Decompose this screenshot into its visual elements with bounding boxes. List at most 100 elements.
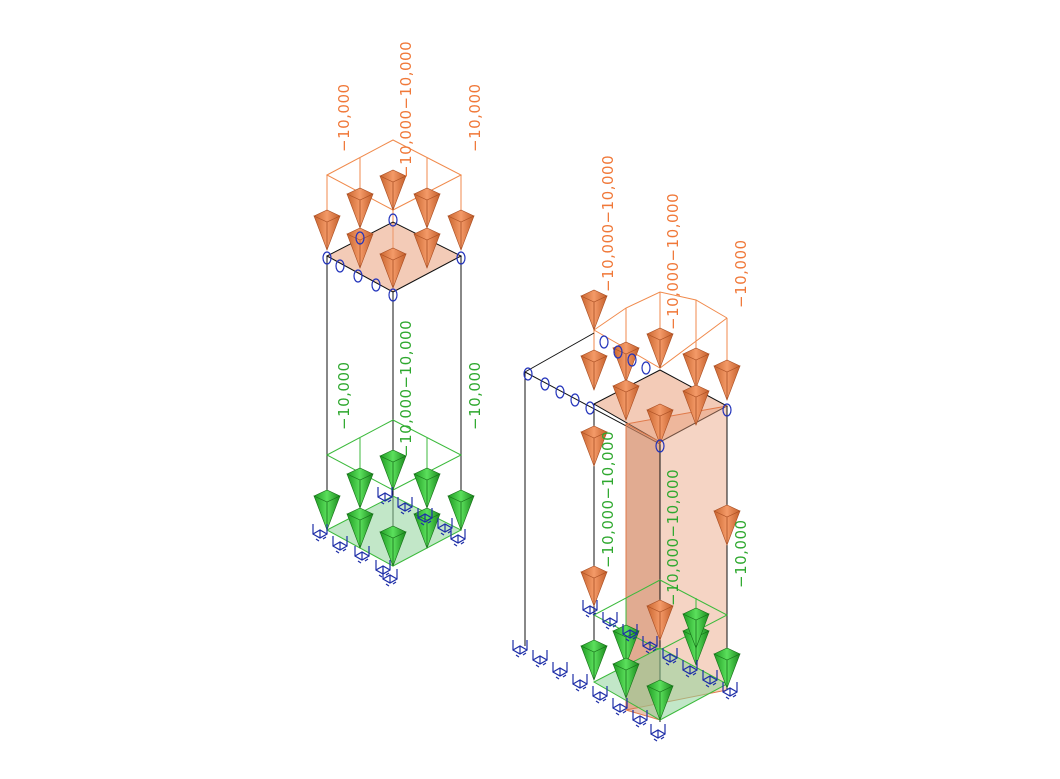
right-top-label-1: −10,000−10,000 (599, 155, 617, 292)
hinge-loop-icon (523, 367, 533, 381)
hinge-loop-icon (655, 439, 665, 453)
cone-arrow-icon (612, 341, 640, 383)
cone-arrow-icon (713, 647, 741, 689)
cone-arrow-icon (682, 384, 710, 426)
cone-arrow-icon (379, 449, 407, 491)
fixed-support-icon (662, 648, 678, 666)
fixed-support-icon (450, 529, 466, 547)
right-model: −10,000−10,000 −10,000−10,000 −10,000 −1… (512, 155, 750, 742)
hinge-loop-icon (388, 213, 398, 227)
hinge-loop-icon (335, 259, 345, 273)
cone-arrow-icon (413, 507, 441, 549)
fixed-support-icon (332, 536, 348, 554)
cone-arrow-icon (580, 639, 608, 681)
cone-arrow-icon (580, 565, 608, 607)
right-top-load-arrows (580, 289, 741, 641)
cone-arrow-icon (646, 679, 674, 721)
cone-arrow-icon (346, 467, 374, 509)
fixed-support-icon (312, 524, 328, 542)
fixed-support-icon (612, 698, 628, 716)
hinge-loop-icon (585, 401, 595, 415)
left-hinges (322, 213, 466, 302)
cone-arrow-icon (646, 327, 674, 369)
cone-arrow-icon (313, 209, 341, 251)
fixed-support-icon (592, 686, 608, 704)
right-hinges (523, 335, 732, 453)
left-top-label-1: −10,000 (335, 83, 353, 152)
right-back-frame (524, 332, 661, 646)
right-top-label-3: −10,000 (732, 239, 750, 308)
hinge-loop-icon (613, 345, 623, 359)
hinge-loop-icon (641, 361, 651, 375)
cone-arrow-icon (379, 525, 407, 567)
right-bottom-label-1: −10,000−10,000 (599, 431, 617, 568)
left-top-label-3: −10,000 (466, 83, 484, 152)
fixed-support-icon (397, 497, 413, 515)
cone-arrow-icon (346, 227, 374, 269)
cone-arrow-icon (682, 347, 710, 389)
right-bottom-label-3: −10,000 (732, 519, 750, 588)
fixed-support-icon (417, 508, 433, 526)
fixed-support-icon (602, 612, 618, 630)
hinge-loop-icon (371, 278, 381, 292)
cone-arrow-icon (612, 379, 640, 421)
left-bottom-label-3: −10,000 (466, 361, 484, 430)
left-bottom-load-arrows (313, 449, 475, 567)
cone-arrow-icon (612, 657, 640, 699)
cone-arrow-icon (313, 489, 341, 531)
right-supports (512, 600, 738, 742)
fixed-support-icon (377, 487, 393, 505)
hinge-loop-icon (456, 251, 466, 265)
left-model: −10,000 −10,000−10,000 −10,000 −10,000 −… (312, 41, 484, 587)
right-top-label-2: −10,000−10,000 (664, 193, 682, 330)
cone-arrow-icon (580, 349, 608, 391)
fixed-support-icon (572, 674, 588, 692)
left-supports (312, 487, 466, 587)
hinge-loop-icon (599, 335, 609, 349)
fixed-support-icon (702, 670, 718, 688)
left-bottom-label-1: −10,000 (335, 361, 353, 430)
right-bottom-label-2: −10,000−10,000 (664, 469, 682, 606)
right-bottom-load-arrows (580, 607, 741, 721)
cone-arrow-icon (379, 169, 407, 211)
fixed-support-icon (532, 650, 548, 668)
cone-arrow-icon (413, 467, 441, 509)
hinge-loop-icon (570, 393, 580, 407)
hinge-loop-icon (388, 288, 398, 302)
cone-arrow-icon (346, 187, 374, 229)
fixed-support-icon (382, 569, 398, 587)
cone-arrow-icon (646, 599, 674, 641)
hinge-loop-icon (627, 353, 637, 367)
fixed-support-icon (642, 636, 658, 654)
cone-arrow-icon (346, 507, 374, 549)
left-bottom-label-2: −10,000−10,000 (397, 320, 415, 457)
hinge-loop-icon (322, 251, 332, 265)
cone-arrow-icon (580, 289, 608, 331)
cone-arrow-icon (413, 227, 441, 269)
fixed-support-icon (650, 724, 666, 742)
hinge-loop-icon (722, 403, 732, 417)
left-top-load-arrows (313, 169, 475, 289)
cone-arrow-icon (379, 247, 407, 289)
cone-arrow-icon (413, 187, 441, 229)
hinge-loop-icon (540, 377, 550, 391)
cone-arrow-icon (447, 209, 475, 251)
cone-arrow-icon (713, 359, 741, 401)
hinge-loop-icon (353, 269, 363, 283)
fixed-support-icon (354, 546, 370, 564)
fixed-support-icon (512, 640, 528, 658)
cone-arrow-icon (646, 403, 674, 445)
fixed-support-icon (582, 600, 598, 618)
left-top-label-2: −10,000−10,000 (397, 41, 415, 178)
hinge-loop-icon (555, 385, 565, 399)
fixed-support-icon (622, 624, 638, 642)
fixed-support-icon (632, 710, 648, 728)
fixed-support-icon (552, 662, 568, 680)
fixed-support-icon (682, 660, 698, 678)
cone-arrow-icon (682, 607, 710, 649)
cone-arrow-icon (447, 489, 475, 531)
cone-arrow-icon (580, 425, 608, 467)
cone-arrow-icon (713, 504, 741, 546)
hinge-loop-icon (355, 231, 365, 245)
